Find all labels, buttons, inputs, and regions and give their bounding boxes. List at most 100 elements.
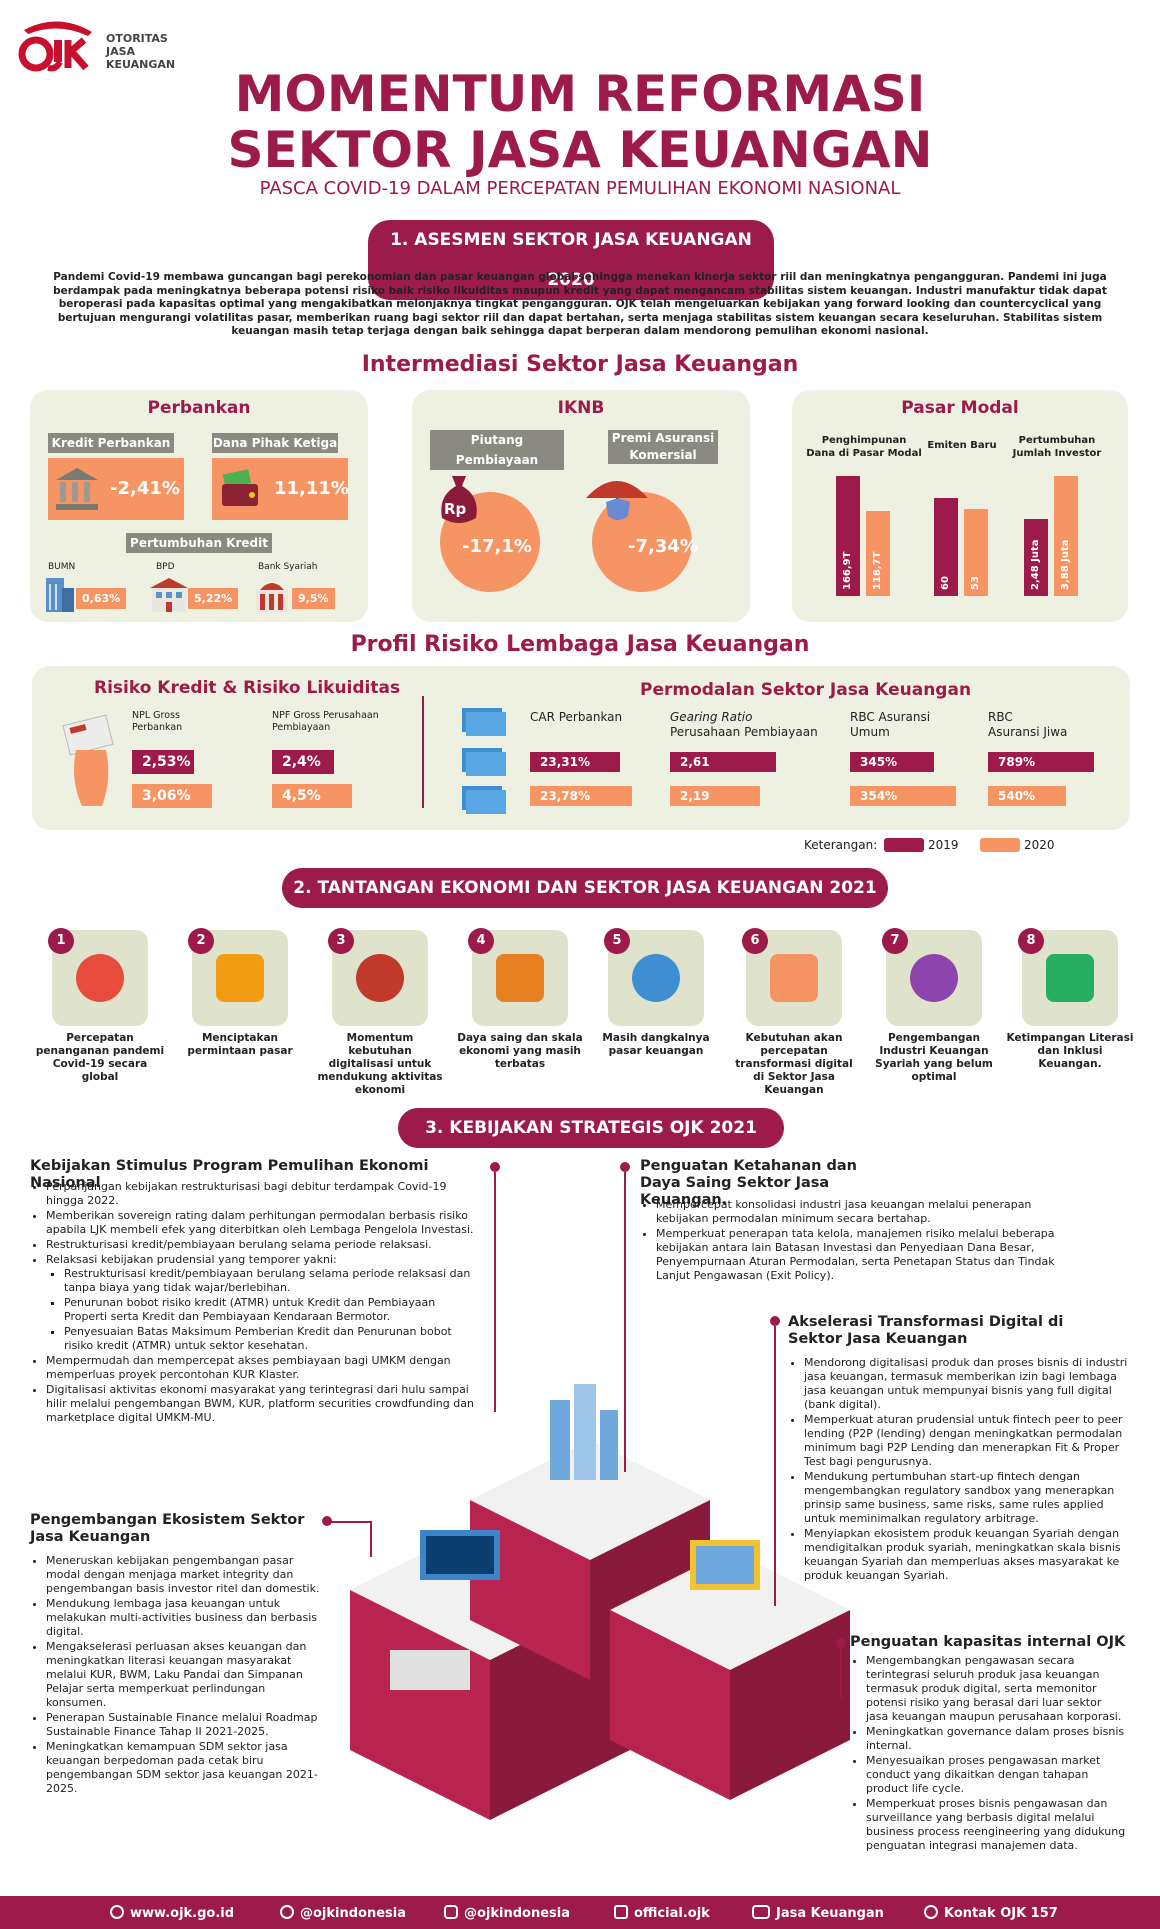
kredit-perbankan-tag: Kredit Perbankan <box>48 433 174 453</box>
gearing-label: Gearing Ratio Perusahaan Pembiayaan <box>670 710 818 740</box>
ketahanan-b1: Mempercepat konsolidasi industri jasa ke… <box>656 1198 1080 1226</box>
umbrella-shield-icon <box>586 481 648 520</box>
digital-b3: Mendukung pertumbuhan start-up fintech d… <box>804 1470 1128 1526</box>
digital-b2: Memperkuat aturan prudensial untuk finte… <box>804 1413 1128 1469</box>
money-bag-icon <box>441 476 477 523</box>
stimulus-b3: Restrukturisasi kredit/pembiayaan berula… <box>46 1238 480 1252</box>
challenge-label-2: Menciptakan permintaan pasar <box>187 1032 293 1057</box>
instagram-icon <box>444 1905 458 1919</box>
gearing-label-line1: Gearing Ratio <box>670 710 753 724</box>
bumn-value: 0,63% <box>76 588 127 609</box>
ekosistem-title: Pengembangan Ekosistem Sektor Jasa Keuan… <box>30 1512 305 1545</box>
digital-b1: Mendorong digitalisasi produk dan proses… <box>804 1356 1128 1412</box>
challenge-number-7: 7 <box>882 928 908 954</box>
bpd-value: 5,22% <box>188 588 239 609</box>
digital-title: Akselerasi Transformasi Digital di Sekto… <box>788 1314 1064 1347</box>
syariah-building-icon <box>256 583 288 612</box>
hand-card-icon <box>62 714 114 806</box>
challenge-label-3: Momentum kebutuhan digitalisasi untuk me… <box>317 1032 443 1096</box>
challenge-label-5: Masih dangkalnya pasar keuangan <box>602 1032 710 1057</box>
footer-kontak[interactable]: Kontak OJK 157 <box>924 1905 1058 1921</box>
stimulus-b4b: Penurunan bobot risiko kredit (ATMR) unt… <box>64 1296 480 1324</box>
challenge-number-3: 3 <box>328 928 354 954</box>
pm-bar-1-2019 <box>836 476 860 596</box>
internal-b3: Menyesuaikan proses pengawasan market co… <box>866 1754 1126 1796</box>
footer-facebook-text: official.ojk <box>634 1906 710 1921</box>
org-name-line3: KEUANGAN <box>106 58 176 71</box>
books-icon <box>1022 930 1118 1026</box>
footer-youtube-text: Jasa Keuangan <box>776 1906 884 1921</box>
npl-2019: 2,53% <box>132 750 194 774</box>
money-bag-glyph: Rp <box>444 500 467 518</box>
ekosistem-b1: Meneruskan kebijakan pengembangan pasar … <box>46 1554 320 1596</box>
market-stall-icon-shape <box>496 954 544 1002</box>
footer-youtube[interactable]: Jasa Keuangan <box>752 1905 884 1921</box>
ketahanan-list: Mempercepat konsolidasi industri jasa ke… <box>640 1198 1080 1284</box>
legend-swatch-2019 <box>884 838 924 852</box>
org-name-line1: OTORITAS <box>106 32 168 45</box>
ekosistem-b5: Meningkatkan kemampuan SDM sektor jasa k… <box>46 1740 320 1796</box>
ketahanan-b2: Memperkuat penerapan tata kelola, manaje… <box>656 1227 1080 1283</box>
phone-icon <box>924 1905 938 1919</box>
footer: www.ojk.go.id @ojkindonesia @ojkindonesi… <box>0 1896 1160 1929</box>
pm-bar-3-2020 <box>1054 476 1078 596</box>
car-label: CAR Perbankan <box>530 710 623 724</box>
connector-line-ekosistem-v <box>370 1521 372 1557</box>
mosque-icon-shape <box>910 954 958 1002</box>
bpd-label: BPD <box>156 562 175 572</box>
stimulus-b4a: Restrukturisasi kredit/pembiayaan berula… <box>64 1267 480 1295</box>
books-icon-shape <box>1046 954 1094 1002</box>
premi-value: -7,34% <box>628 536 698 557</box>
page-title-line1: MOMENTUM REFORMASI <box>234 65 926 123</box>
premi-tag: Premi Asuransi Komersial <box>608 430 718 464</box>
ojk-logo-icon <box>18 21 92 72</box>
footer-instagram-text: @ojkindonesia <box>464 1906 571 1921</box>
legend-swatch-2020 <box>980 838 1020 852</box>
intermediasi-title: Intermediasi Sektor Jasa Keuangan <box>361 352 799 377</box>
pm-bar-label-1-2019: 166,9T <box>842 551 853 590</box>
digital-list: Mendorong digitalisasi produk dan proses… <box>788 1356 1128 1584</box>
stimulus-b4: Relaksasi kebijakan prudensial yang temp… <box>46 1253 480 1353</box>
stimulus-list: Perpanjangan kebijakan restrukturisasi b… <box>30 1180 480 1426</box>
bank-syariah-label: Bank Syariah <box>258 562 318 572</box>
footer-twitter[interactable]: @ojkindonesia <box>280 1905 406 1921</box>
challenge-number-5: 5 <box>604 928 630 954</box>
footer-web[interactable]: www.ojk.go.id <box>110 1905 234 1921</box>
internal-b4: Memperkuat proses bisnis pengawasan dan … <box>866 1797 1126 1853</box>
connector-dot-digital <box>770 1316 780 1326</box>
bank-syariah-value: 9,5% <box>292 588 335 609</box>
rbc-jiwa-label-line2: Asuransi Jiwa <box>988 725 1068 739</box>
connector-line-ekosistem <box>330 1521 370 1523</box>
legend: Keterangan: 2019 2020 <box>804 836 1064 856</box>
internal-title: Penguatan kapasitas internal OJK <box>850 1634 1126 1650</box>
stimulus-b2: Memberikan sovereign rating dalam perhit… <box>46 1209 480 1237</box>
connector-dot-internal <box>836 1638 846 1648</box>
ekosistem-b3: Mengakselerasi perluasan akses keuangan … <box>46 1640 320 1710</box>
rbc-umum-label-line1: RBC Asuransi <box>850 710 931 724</box>
piutang-tag: Piutang Pembiayaan <box>430 430 564 470</box>
npl-label: NPL Gross Perbankan <box>132 710 183 733</box>
npf-2019: 2,4% <box>272 750 334 774</box>
dpk-box: 11,11% <box>212 458 349 520</box>
connector-line-ketahanan <box>624 1172 626 1472</box>
twitter-icon <box>280 1905 294 1919</box>
stimulus-b5: Mempermudah dan mempercepat akses pembia… <box>46 1354 480 1382</box>
section3-heading: 3. KEBIJAKAN STRATEGIS OJK 2021 <box>398 1108 784 1148</box>
car-2019: 23,31% <box>530 752 620 772</box>
rbc-jiwa-2019: 789% <box>988 752 1094 772</box>
ekosistem-b4: Penerapan Sustainable Finance melalui Ro… <box>46 1711 320 1739</box>
footer-facebook[interactable]: official.ojk <box>614 1905 710 1921</box>
stimulus-b1: Perpanjangan kebijakan restrukturisasi b… <box>46 1180 480 1208</box>
ojk-logo: OTORITAS JASA KEUANGAN <box>18 18 188 78</box>
rbc-jiwa-2020: 540% <box>988 786 1066 806</box>
connector-dot-ketahanan <box>620 1162 630 1172</box>
rbc-umum-label-line2: Umum <box>850 725 890 739</box>
challenge-label-1: Percepatan penanganan pandemi Covid-19 s… <box>35 1032 165 1083</box>
pm-bar-label-1-2020: 118,7T <box>872 551 883 590</box>
footer-instagram[interactable]: @ojkindonesia <box>444 1905 570 1921</box>
permodalan-title: Permodalan Sektor Jasa Keuangan <box>640 680 972 700</box>
rbc-umum-2019: 345% <box>850 752 934 772</box>
stimulus-b4c: Penyesuaian Batas Maksimum Pemberian Kre… <box>64 1325 480 1353</box>
piutang-value: -17,1% <box>462 536 532 557</box>
pasar-modal-card: Pasar Modal Penghimpunan Dana di Pasar M… <box>792 390 1128 622</box>
